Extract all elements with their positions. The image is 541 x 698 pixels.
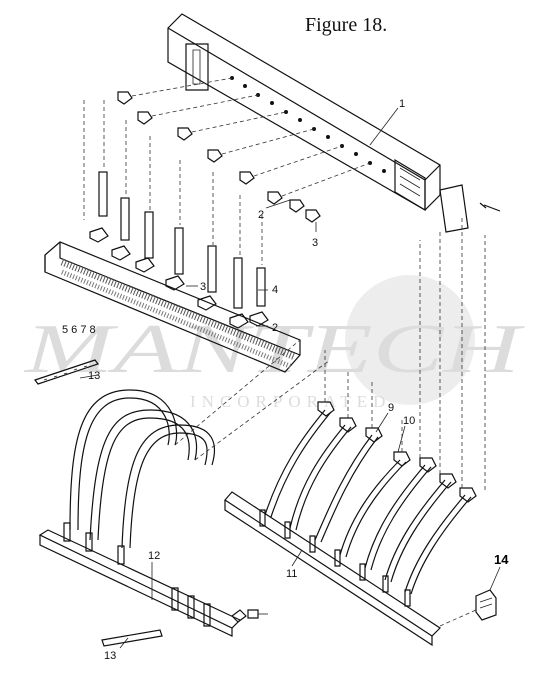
- watermark-name: MANTECH: [23, 311, 525, 388]
- callout-10: 10: [403, 415, 415, 427]
- callout-9: 9: [388, 402, 394, 414]
- frame-holes: [230, 76, 386, 173]
- callout-4: 4: [272, 284, 278, 296]
- callout-labels: 1 2 2 3 3 4 5 6 7 8 9 10 11 12 13 13 14: [62, 98, 509, 662]
- strips-part-13: [34, 359, 163, 647]
- callout-3-lower: 3: [200, 281, 206, 293]
- upper-elbow-fittings: [117, 77, 371, 223]
- callout-14: 14: [494, 552, 509, 567]
- callout-1: 1: [399, 98, 405, 110]
- tube-set: [98, 171, 266, 309]
- callout-13-upper: 13: [88, 370, 100, 382]
- callout-12: 12: [148, 550, 160, 562]
- callout-11: 11: [286, 568, 297, 580]
- perforated-panel: [44, 241, 301, 373]
- callout-2-lower: 2: [272, 322, 278, 334]
- callout-2-upper: 2: [258, 209, 264, 221]
- upper-frame-part-1: [167, 13, 501, 233]
- lower-right-manifold-part-11: [224, 491, 441, 647]
- lower-left-manifold-part-12: [38, 522, 268, 637]
- watermark-circle: [345, 275, 475, 405]
- callout-5-6-7-8: 5 6 7 8: [62, 324, 96, 336]
- callout-13-lower: 13: [104, 650, 116, 662]
- u-hose-set: [69, 339, 331, 549]
- figure-title: Figure 18.: [305, 14, 388, 36]
- callout-3-upper: 3: [312, 237, 318, 249]
- callout-leaders: [79, 107, 406, 649]
- bracket-part-14: [439, 566, 501, 627]
- leader-lines: [83, 100, 263, 265]
- watermark: MANTECH INCORPORATED: [23, 275, 525, 411]
- watermark-subtitle: INCORPORATED: [190, 392, 391, 411]
